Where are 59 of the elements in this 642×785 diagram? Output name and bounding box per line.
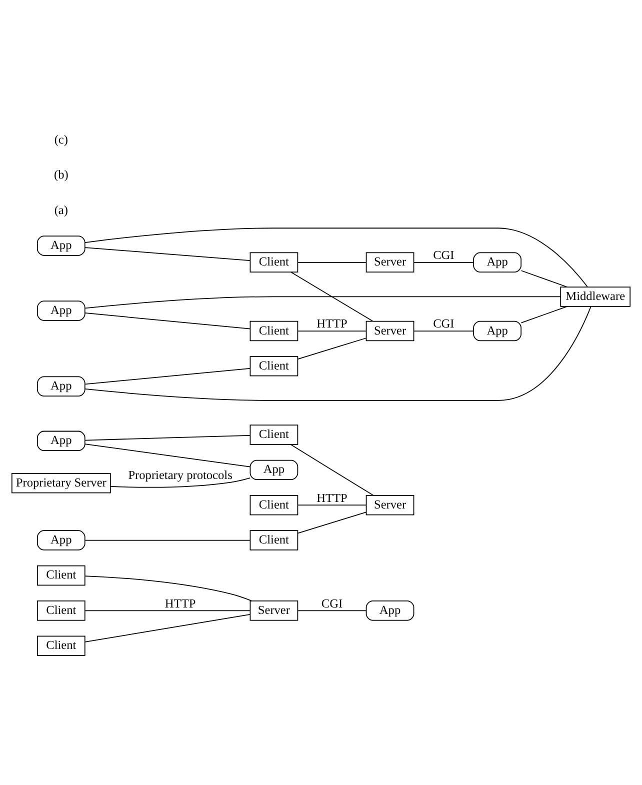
node-box: App: [36, 235, 86, 256]
node-box: App: [36, 530, 86, 550]
node-box: Server: [366, 494, 414, 515]
connector: [84, 434, 251, 440]
connector: [84, 312, 251, 329]
node-box: Client: [250, 530, 298, 550]
connector: [298, 261, 366, 262]
node-box: Client: [250, 356, 298, 376]
node-box: App: [250, 459, 298, 480]
connector: [290, 271, 374, 322]
node-box: App: [473, 252, 522, 272]
connector: [298, 511, 366, 534]
node-box: Client: [250, 424, 298, 444]
edge-label: HTTP: [316, 490, 348, 504]
connector: [84, 539, 251, 540]
connector: [84, 614, 251, 642]
connector: [290, 444, 374, 496]
connector: [84, 575, 252, 601]
connector: [298, 337, 366, 359]
node-box: App: [366, 600, 414, 620]
connector: [84, 367, 251, 384]
node-box: Middleware: [560, 286, 631, 306]
connector: [84, 443, 251, 467]
connector: [84, 306, 592, 400]
connector: [413, 261, 474, 262]
label: (c): [54, 132, 68, 146]
node-box: Client: [250, 320, 298, 341]
node-box: Client: [250, 252, 298, 272]
connector: [110, 476, 251, 488]
node-box: Client: [36, 600, 86, 620]
node-box: App: [36, 430, 86, 451]
edge-label: HTTP: [316, 316, 348, 330]
edge-label: CGI: [433, 248, 454, 262]
connector: [298, 504, 366, 506]
node-box: App: [36, 376, 86, 396]
edge-label: CGI: [321, 596, 343, 610]
node-box: Client: [36, 564, 86, 586]
node-box: Server: [366, 320, 414, 341]
connector: [413, 330, 474, 331]
node-box: Proprietary Server: [11, 472, 111, 493]
connector: [520, 306, 568, 323]
connector: [84, 246, 251, 261]
node-box: Server: [366, 252, 414, 272]
connector: [298, 330, 366, 331]
connector: [84, 610, 251, 611]
node-box: App: [36, 300, 86, 320]
node-box: Client: [250, 494, 298, 515]
edge-label: Proprietary protocols: [128, 467, 232, 482]
node-box: Client: [36, 635, 86, 656]
label: (b): [54, 167, 68, 182]
connector: [84, 227, 588, 287]
label: (a): [54, 202, 68, 216]
connector: [84, 296, 562, 308]
node-box: App: [473, 320, 522, 341]
connector: [298, 610, 366, 611]
edge-label: CGI: [433, 316, 454, 330]
edge-label: HTTP: [164, 596, 196, 610]
node-box: Server: [250, 600, 298, 620]
connector: [520, 270, 568, 287]
